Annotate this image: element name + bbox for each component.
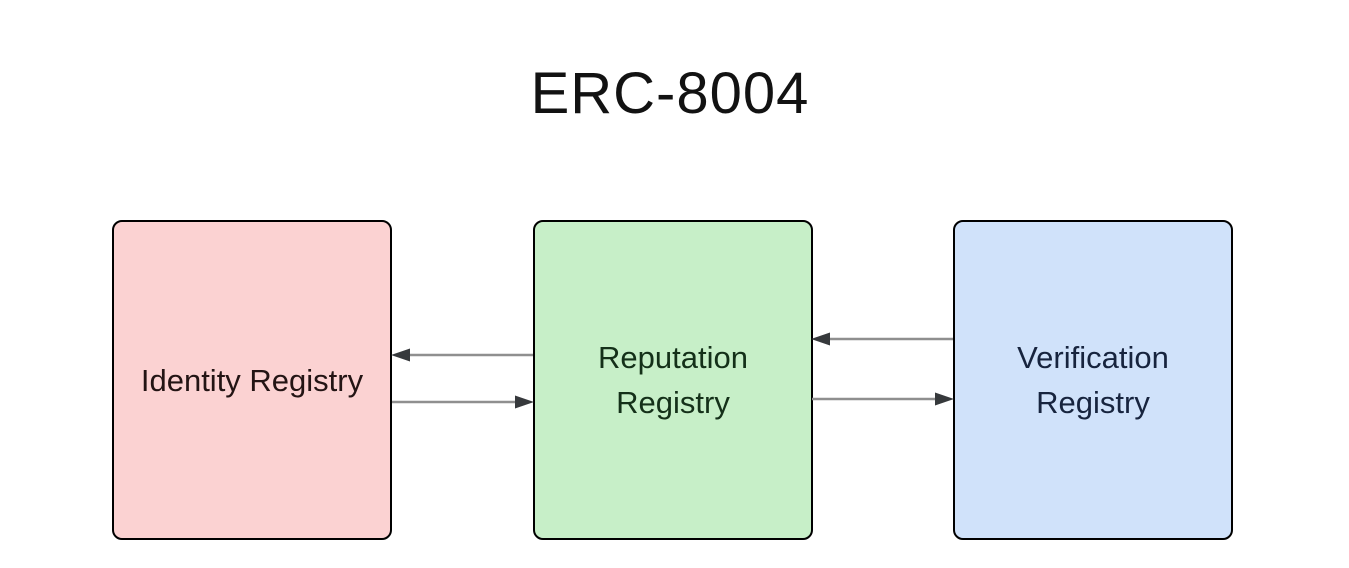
arrowhead-left-icon [391, 348, 410, 362]
arrowhead-right-icon [935, 392, 954, 406]
arrowhead-right-icon [515, 395, 534, 409]
node-reputation-registry: Reputation Registry [533, 220, 813, 540]
arrow-verification-to-reputation [811, 332, 953, 346]
node-reputation-registry-label: Reputation Registry [598, 340, 748, 420]
node-identity-registry-label: Identity Registry [140, 362, 364, 398]
node-verification-registry: Verification Registry [953, 220, 1233, 540]
arrow-reputation-to-identity [391, 348, 533, 362]
node-verification-registry-label: Verification Registry [1017, 340, 1169, 420]
arrowhead-left-icon [811, 332, 830, 346]
arrow-reputation-to-verification [812, 392, 954, 406]
arrow-identity-to-reputation [392, 395, 534, 409]
node-identity-registry: Identity Registry [112, 220, 392, 540]
diagram-title: ERC-8004 [530, 61, 810, 126]
